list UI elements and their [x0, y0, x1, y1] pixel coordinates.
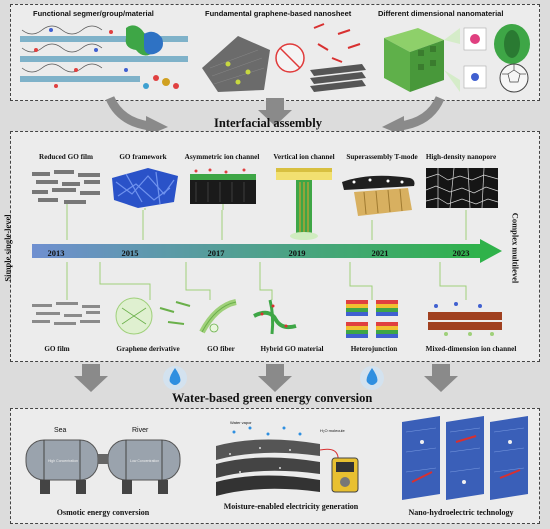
top-item-label-2: Fundamental graphene-based nanosheet	[205, 9, 352, 18]
year-2023: 2023	[452, 248, 470, 258]
lower-label-heterojunction: Heterojunction	[350, 345, 398, 353]
hybrid-go-material-image	[250, 296, 300, 338]
high-concentration-label: High Concentration	[48, 459, 78, 463]
graphene-nanosheet-image	[198, 20, 370, 96]
river-label: River	[132, 427, 149, 434]
year-2017: 2017	[207, 248, 225, 258]
flow-arrows-top	[105, 96, 445, 136]
timeline-connectors	[66, 210, 467, 300]
functional-segment-image	[16, 20, 191, 96]
year-2015: 2015	[121, 248, 139, 258]
osmotic-tanks-image: Sea River High Concentration Low Concent…	[20, 420, 186, 500]
upper-label-reduced-go-film: Reduced GO film	[39, 153, 93, 161]
year-2019: 2019	[288, 248, 306, 258]
heterojunction-image	[344, 298, 402, 342]
moisture-generator-image: Water vapor H₂O molecule	[210, 416, 370, 500]
sea-label: Sea	[54, 427, 67, 434]
timeline-arrow	[32, 239, 502, 263]
interfacial-assembly-title: Interfacial assembly	[214, 116, 322, 130]
upper-label-superassembly-t-mode: Superassembly T-mode	[346, 153, 418, 161]
moisture-electricity-label: Moisture-enabled electricity generation	[223, 502, 359, 511]
high-density-nanopore-image	[424, 166, 500, 210]
upper-label-vertical-ion-channel: Vertical ion channel	[273, 153, 335, 161]
lower-label-hybrid-go-material: Hybrid GO material	[260, 345, 324, 353]
water-vapor-label: Water vapor	[230, 420, 252, 425]
low-concentration-label: Low Concentration	[130, 459, 159, 463]
osmotic-energy-label: Osmotic energy conversion	[56, 508, 150, 517]
reduced-go-film-image	[30, 166, 104, 210]
superassembly-t-mode-image	[340, 164, 420, 222]
nano-hydroelectric-label: Nano-hydroelectric technology	[408, 508, 514, 517]
vertical-ion-channel-image	[266, 164, 342, 244]
lower-label-go-film: GO film	[44, 345, 70, 353]
dimensional-nanomaterial-image	[374, 20, 538, 96]
asymmetric-ion-channel-image	[186, 166, 260, 210]
go-framework-image	[108, 164, 182, 210]
water-drop-icon	[163, 366, 187, 390]
lower-label-go-fiber: GO fiber	[207, 345, 235, 353]
lower-label-mixed-dimension-ion-channel: Mixed-dimension ion channel	[425, 345, 517, 353]
lower-label-graphene-derivative: Graphene derivative	[116, 345, 180, 353]
graphene-derivative-image	[112, 294, 196, 338]
top-panel	[10, 4, 540, 101]
go-fiber-image	[196, 298, 242, 338]
upper-label-asymmetric-ion-channel: Asymmetric ion channel	[184, 153, 260, 161]
upper-label-go-framework: GO framework	[119, 153, 167, 161]
go-film-image	[30, 298, 104, 332]
year-2021: 2021	[371, 248, 389, 258]
mixed-dimension-ion-channel-image	[426, 300, 504, 338]
top-item-label-3: Different dimensional nanomaterial	[378, 9, 504, 18]
top-item-label-1: Functional segmer/group/material	[33, 9, 154, 18]
flow-arrows-bottom	[74, 364, 458, 392]
nano-hydroelectric-image	[392, 412, 534, 504]
h2o-molecule-label: H₂O molecule	[320, 428, 345, 433]
water-energy-title: Water-based green energy conversion	[172, 391, 373, 405]
water-drop-icon	[360, 366, 384, 390]
upper-label-high-density-nanopore: High-density nanopore	[425, 153, 497, 161]
year-2013: 2013	[47, 248, 65, 258]
